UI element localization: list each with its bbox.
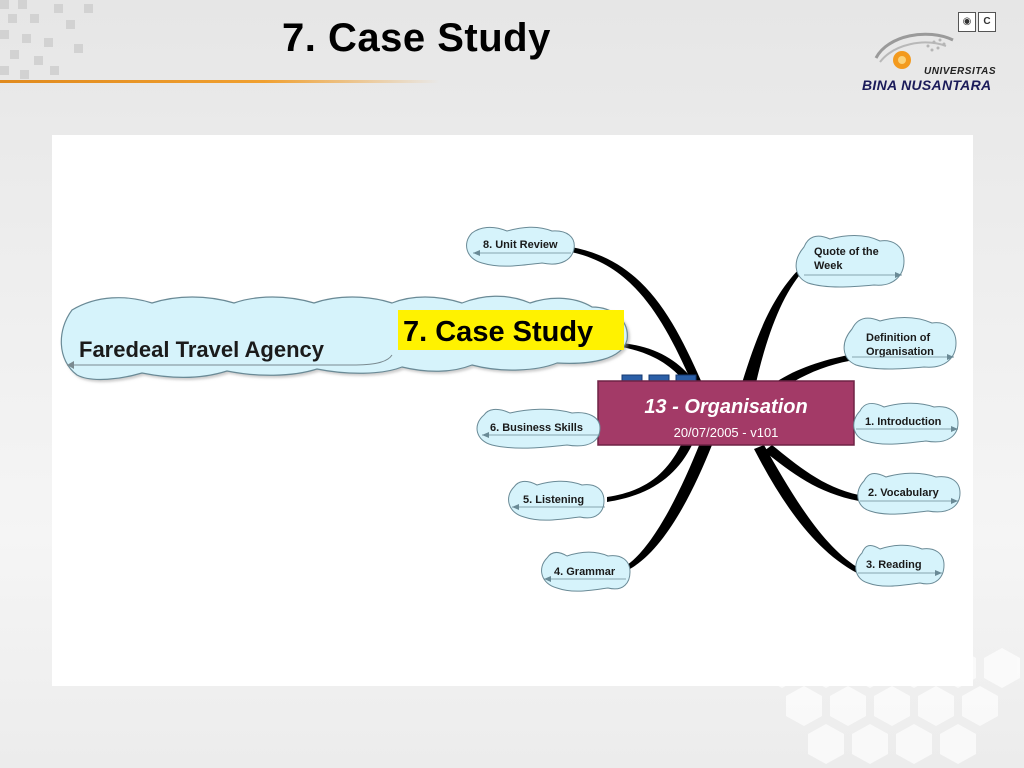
binus-emblem-icon	[874, 32, 954, 69]
decorative-squares	[0, 0, 110, 80]
node-vocabulary-label: 2. Vocabulary	[868, 487, 940, 499]
central-subtitle: 20/07/2005 - v101	[674, 425, 779, 440]
node-quote-of-the-week[interactable]: Quote of the Week	[795, 235, 905, 288]
central-node: 13 - Organisation 20/07/2005 - v101	[597, 374, 855, 446]
node-grammar-label: 4. Grammar	[554, 566, 616, 578]
case-topic-arrow-icon	[67, 361, 74, 369]
node-unit-review-label: 8. Unit Review	[483, 239, 558, 251]
label-line-2: Week	[814, 260, 843, 272]
node-introduction[interactable]: 1. Introduction	[853, 402, 959, 445]
node-introduction-label: 1. Introduction	[865, 416, 942, 428]
node-vocabulary[interactable]: 2. Vocabulary	[857, 472, 961, 515]
logo-name-text: BINA NUSANTARA	[862, 77, 992, 93]
case-topic-underline	[67, 354, 393, 366]
left-arrow-icon	[512, 504, 519, 510]
node-business-skills[interactable]: 6. Business Skills	[476, 408, 601, 449]
case-study-label: 7. Case Study	[403, 316, 593, 348]
branch-grammar	[624, 443, 712, 572]
right-arrow-icon	[947, 354, 954, 360]
branch-listening	[607, 443, 692, 502]
left-arrow-icon	[473, 250, 480, 256]
node-business-skills-label: 6. Business Skills	[490, 422, 583, 434]
node-reading[interactable]: 3. Reading	[855, 544, 945, 587]
case-study-topic: Faredeal Travel Agency	[79, 337, 325, 362]
node-reading-label: 3. Reading	[866, 559, 922, 571]
case-study-highlight	[398, 310, 624, 350]
node-quote-label: Quote of the Week	[814, 246, 882, 272]
logo-badge-icons: ◉ C	[958, 12, 996, 34]
iso-badge-icon: ◉	[958, 12, 976, 32]
central-title: 13 - Organisation	[644, 396, 807, 418]
node-definition-label: Definition of Organisation	[866, 332, 934, 358]
right-arrow-icon	[895, 272, 902, 278]
left-arrow-icon	[482, 432, 489, 438]
header-underline	[0, 80, 440, 83]
mind-map-canvas: 7. Case Study Faredeal Travel Agency 13 …	[52, 135, 973, 686]
node-definition-of-organisation[interactable]: Definition of Organisation	[843, 317, 957, 370]
mind-map: 7. Case Study Faredeal Travel Agency 13 …	[60, 226, 961, 592]
left-arrow-icon	[544, 576, 551, 582]
node-quote-label-line: Quote of the	[814, 246, 879, 258]
node-definition-label-line: Definition of	[866, 332, 930, 344]
label-line-2: Organisation	[866, 346, 934, 358]
slide-title: 7. Case Study	[282, 16, 551, 60]
right-arrow-icon	[951, 426, 958, 432]
branch-reading	[754, 445, 857, 573]
central-box	[597, 380, 855, 446]
node-listening[interactable]: 5. Listening	[508, 480, 605, 521]
branch-vocabulary	[764, 445, 859, 501]
node-grammar[interactable]: 4. Grammar	[541, 551, 631, 592]
university-logo: ◉ C UNIVERSITAS BINA NUSANTARA	[858, 10, 1008, 100]
logo-university-text: UNIVERSITAS	[924, 66, 996, 77]
node-unit-review[interactable]: 8. Unit Review	[466, 226, 575, 267]
right-arrow-icon	[935, 570, 942, 576]
right-arrow-icon	[951, 498, 958, 504]
node-listening-label: 5. Listening	[523, 494, 584, 506]
branch-unit-review	[571, 247, 702, 383]
branch-quote	[742, 265, 803, 383]
cert-badge-icon: C	[978, 12, 996, 32]
